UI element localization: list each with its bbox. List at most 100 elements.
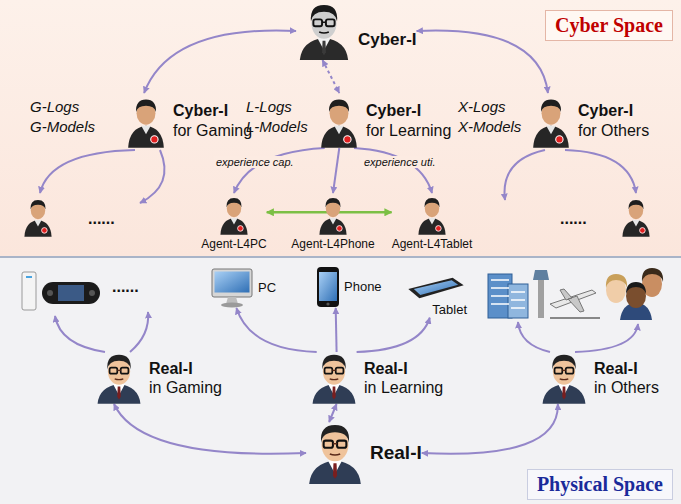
handheld-body [42,282,100,304]
person-hair [642,268,663,282]
figure-node: Cyber-Ifor Others [530,93,649,148]
connector [329,404,337,422]
connector [422,404,558,454]
boss-icon [296,2,352,60]
agent-label: Agent-L4Phone [291,237,374,251]
link-arc [140,150,165,203]
figure-node: Real-I [306,422,422,484]
figure-role: in Others [594,378,659,397]
text-group: PC [258,280,276,296]
phone-icon-use [317,267,339,307]
connector [267,211,392,214]
connector [323,60,340,93]
link-arc [505,150,546,200]
building [508,284,528,318]
handheld-pad [47,290,53,296]
figure-name: Real-I [594,359,659,378]
figure-name: Cyber-I [173,101,252,120]
link-arc [55,316,105,352]
connector [357,318,430,352]
annotation-label: L-Models [246,118,308,135]
link-arc [565,150,636,193]
real-icon-use [313,355,356,404]
ellipsis-mark: ...... [560,210,587,228]
runway [550,317,600,319]
agent-icon-use [220,198,247,235]
device-label: PC [258,280,276,296]
text-group: Cyber-Ifor Others [578,101,649,139]
agent-figure [622,200,649,237]
real-icon-use [98,355,141,404]
agent-icon [416,193,448,235]
text-group: Cyber-I [358,30,417,60]
text-group: Agent-L4Phone [291,237,374,251]
figure-name: Cyber-I [366,101,451,120]
agent-label: Agent-L4PC [201,237,266,251]
agent-label: Agent-L4Tablet [392,237,473,251]
link-arc [130,312,148,352]
text-group: Phone [344,279,382,295]
handheld-screen [58,285,84,301]
real-icon-use [309,425,361,484]
connector [417,31,548,93]
agent-icon [530,93,572,148]
figure-name: Real-I [149,359,222,378]
figure-node: Cyber-Ifor Learning [318,93,451,148]
figure-node: Real-Iin Others [540,352,659,404]
tablet-icon [405,276,467,300]
annotation-label: X-Models [458,118,521,135]
figure-role: in Gaming [149,378,222,397]
text-group: Real-Iin Others [594,359,659,397]
people-faces [606,268,663,320]
annotation-label: L-Logs [246,98,292,115]
ellipsis-mark: ...... [112,278,139,296]
space-title: Cyber Space [545,10,673,41]
space-title: Physical Space [527,469,673,500]
agent-icon [318,93,360,148]
agent-icon-use [319,198,346,235]
plane-wings [560,289,584,312]
figure-name: Real-I [364,359,443,378]
phone-icon [316,266,340,308]
control-tower [538,280,544,318]
console-slot [26,276,32,278]
console-box [22,272,36,310]
text-group: Agent-L4Tablet [392,237,473,251]
agent-icon-use [128,100,164,148]
link-arc [40,150,135,193]
person-hair [606,274,627,288]
pc-icon [210,268,254,308]
figure-node: Real-Iin Learning [310,352,443,404]
agent-figure [24,200,51,237]
figure-role: in Learning [364,378,443,397]
connector [114,404,306,454]
tablet-icon-use [408,278,463,298]
annotation-label: G-Logs [30,98,79,115]
agent-icon [125,93,167,148]
annotation-label: X-Logs [458,98,506,115]
device-node: PC [210,268,276,308]
connector [354,148,432,193]
connector [236,308,316,352]
text-group: Real-Iin Learning [364,359,443,397]
figure-role: for Gaming [173,121,252,140]
pc-icon-use [212,269,252,308]
figure-role: for Learning [366,121,451,140]
building-windows [491,280,525,308]
real-icon-use [543,355,586,404]
figure-name: Cyber-I [358,30,417,50]
real-icon [540,352,588,404]
device-node: Phone [316,266,382,308]
connector [234,148,325,193]
person-hair [626,282,646,294]
figure-node: Cyber-I [296,2,417,60]
handheld-pad [89,290,95,296]
annotation-label: experience uti. [362,156,438,168]
figure-node: Agent-L4Phone [291,193,374,251]
text-group: Cyber-Ifor Learning [366,101,451,139]
real-icon [95,352,143,404]
agent-icon-use [533,100,569,148]
text-group: Agent-L4PC [201,237,266,251]
figure-node: Real-Iin Gaming [95,352,222,404]
